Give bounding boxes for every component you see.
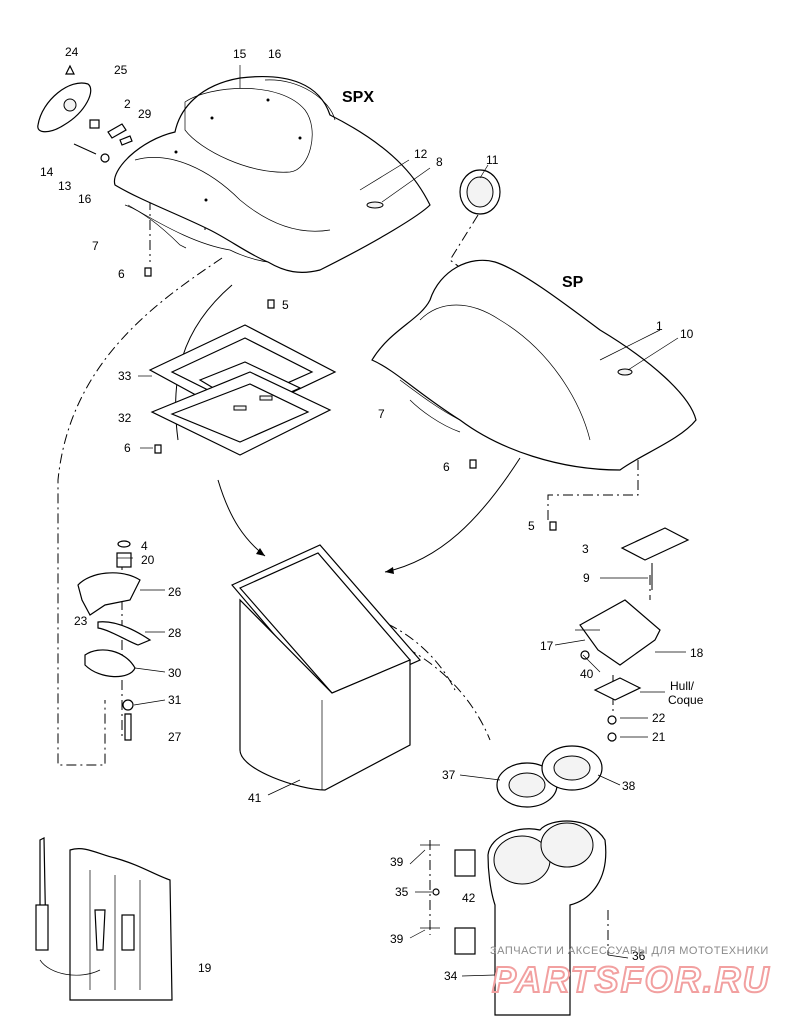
watermark-logo: PARTSFOR.RU [492,959,771,1000]
leader-lines [117,65,686,977]
nut-2 [89,119,100,129]
cup-holders [420,745,607,1016]
callout: 5 [282,298,289,312]
cap-gasket [459,169,501,215]
callout: 4 [141,539,148,553]
callout: 21 [652,730,666,744]
rivet-24 [65,64,75,75]
model-label-spx: SPX [342,89,374,106]
callout: 38 [622,779,636,793]
callout: 20 [141,553,155,567]
callout: 6 [118,267,125,281]
callout: 6 [443,460,450,474]
callout: 3 [582,542,589,556]
callout: 7 [92,239,99,253]
callout: 29 [138,107,152,121]
callout: 9 [583,571,590,585]
callout: 34 [444,969,458,983]
callout: 1 [656,319,663,333]
callout: 2 [124,97,131,111]
callout: 6 [124,441,131,455]
callout: 16 [78,192,92,206]
callout: 13 [58,179,72,193]
washer-13 [100,153,110,163]
callout: 28 [168,626,182,640]
callout: 15 [233,47,247,61]
model-label-sp: SP [562,274,584,291]
callout: 5 [528,519,535,533]
callout: 8 [436,155,443,169]
sp-cover [371,259,697,471]
callout: 32 [118,411,132,425]
seat-latch-parts [37,64,133,163]
callout: 41 [248,791,262,805]
callout: 24 [65,45,79,59]
callout: 31 [168,693,182,707]
storage-frames [148,324,337,456]
hull-label-line1: Hull/ [670,679,695,693]
callout: 12 [414,147,428,161]
hull-label-line2: Coque [668,693,704,707]
callout: 35 [395,885,409,899]
spx-seat [113,75,431,273]
callout: 26 [168,585,182,599]
callout: 18 [690,646,704,660]
callout: 27 [168,730,182,744]
callout: 36 [632,949,646,963]
callout: 25 [114,63,128,77]
latch-stack [77,540,152,741]
screws [144,267,557,531]
callout: 22 [652,711,666,725]
callout: 42 [462,891,476,905]
callout: 30 [168,666,182,680]
latch-29 [107,123,127,139]
callout: 11 [486,153,499,167]
callout: 39 [390,932,404,946]
tool-kit [35,837,173,1001]
callout: 16 [268,47,282,61]
callout: 37 [442,768,456,782]
watermark-text: ЗАПЧАСТИ И АКСЕССУАРЫ ДЛЯ МОТОТЕХНИКИ [490,945,769,957]
callout: 33 [118,369,132,383]
callout: 39 [390,855,404,869]
callout: 17 [540,639,554,653]
hinge-hardware [575,527,690,742]
storage-bin [231,544,421,791]
callout: 7 [378,407,385,421]
callout-numbers: 24 25 15 16 2 29 14 13 16 7 6 12 8 11 5 … [40,45,704,983]
callout: 10 [680,327,694,341]
callout: 23 [74,614,88,628]
callout: 14 [40,165,54,179]
callout: 19 [198,961,212,975]
callout: 40 [580,667,594,681]
